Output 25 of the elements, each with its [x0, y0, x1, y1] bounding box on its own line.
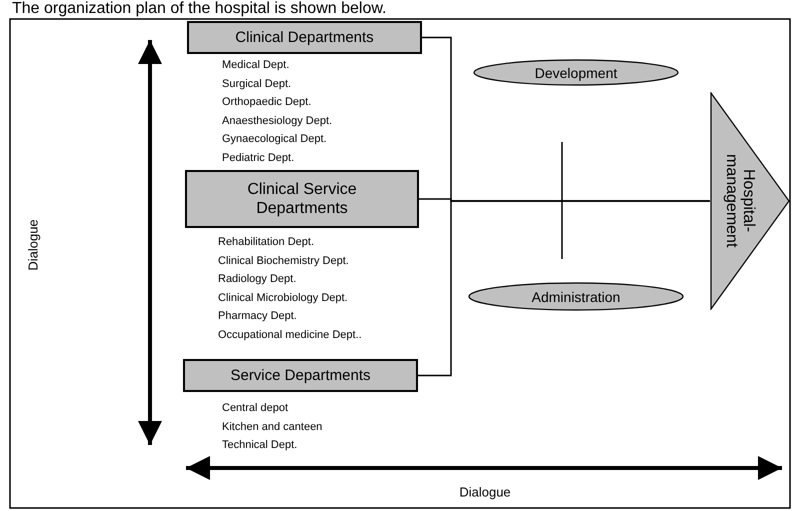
- department-list-item: Pediatric Dept.: [222, 152, 294, 164]
- department-list-item: Gynaecological Dept.: [222, 133, 327, 146]
- unit-ellipse: Administration: [468, 282, 684, 311]
- department-list-item: Medical Dept.: [222, 59, 290, 71]
- department-list-item: Anaesthesiology Dept.: [222, 114, 332, 127]
- axis-label: Dialogue: [459, 484, 511, 500]
- department-list-item: Rehabilitation Dept.: [218, 236, 314, 248]
- department-list-item: Clinical Microbiology Dept.: [218, 292, 348, 304]
- axis-label: Dialogue: [26, 219, 40, 271]
- department-list-item: Clinical Biochemistry Dept.: [218, 254, 349, 267]
- department-box: Clinical Service Departments: [185, 170, 419, 228]
- department-box: Clinical Departments: [187, 21, 422, 54]
- title-text: The organization plan of the hospital is shown below.: [12, 0, 386, 18]
- department-list-item: Orthopaedic Dept.: [222, 96, 312, 108]
- department-list-item: Kitchen and canteen: [222, 420, 322, 433]
- department-list-item: Occupational medicine Dept..: [218, 329, 362, 341]
- department-list-item: Surgical Dept.: [222, 78, 292, 90]
- department-list-item: Radiology Dept.: [218, 273, 296, 286]
- department-box: Service Departments: [183, 359, 418, 392]
- department-list-item: Central depot: [222, 402, 288, 414]
- department-list-item: Pharmacy Dept.: [218, 310, 297, 322]
- department-list-item: Technical Dept.: [222, 439, 298, 452]
- connector-line: [418, 200, 710, 376]
- unit-ellipse: Development: [473, 59, 679, 86]
- management-pentagon: Hospital-management: [710, 92, 790, 310]
